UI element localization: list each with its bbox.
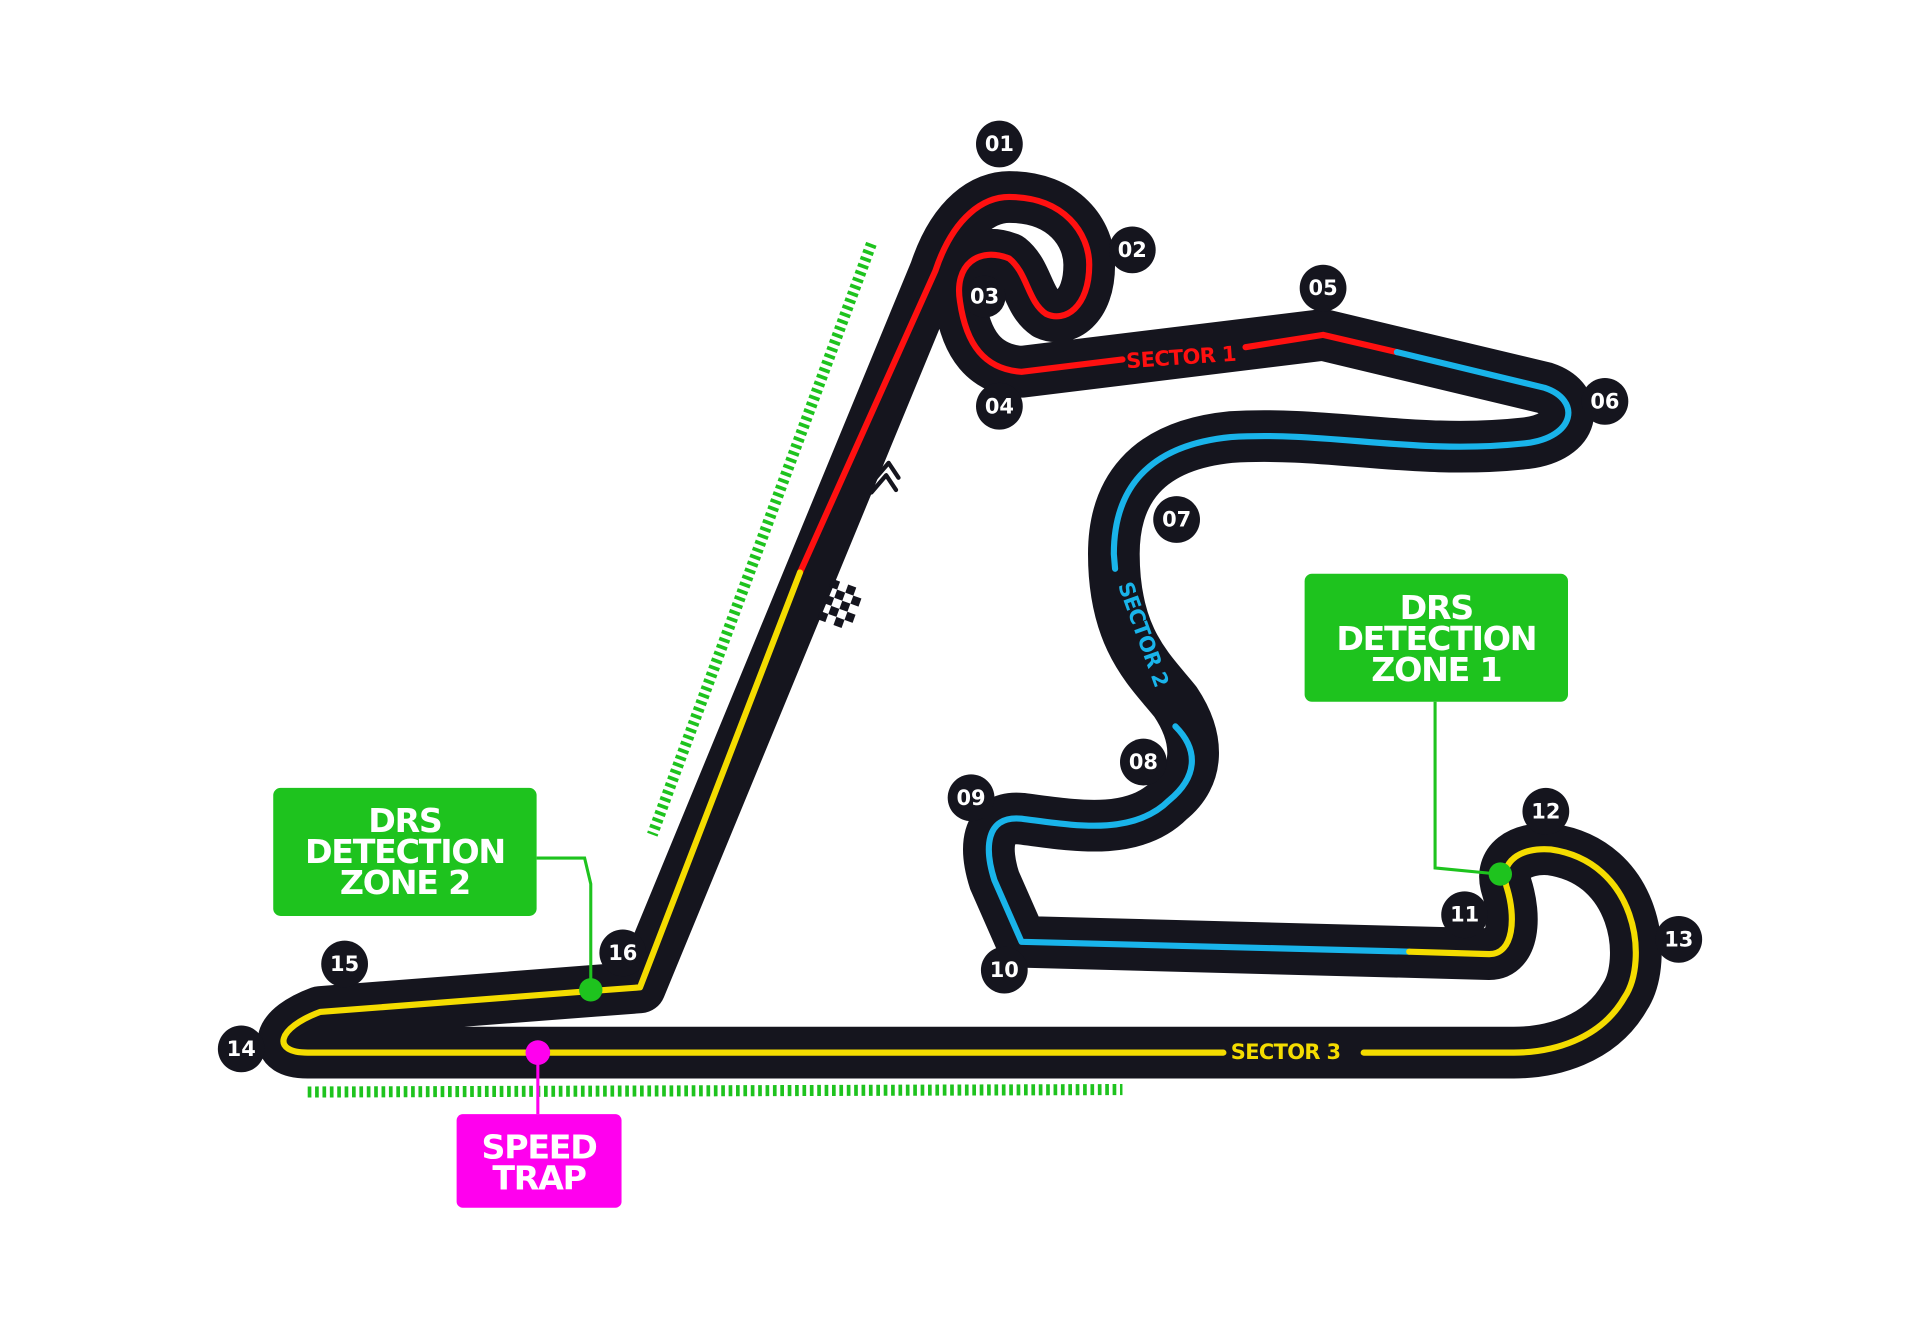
- svg-text:ZONE 2: ZONE 2: [340, 863, 470, 902]
- sector-3-label: SECTOR 3: [1231, 1040, 1341, 1064]
- drs-zone-back-straight: [307, 1084, 1123, 1098]
- svg-text:SPEED: SPEED: [482, 1127, 597, 1166]
- svg-text:14: 14: [227, 1037, 256, 1061]
- svg-text:03: 03: [970, 285, 999, 309]
- turn-16: 16: [599, 929, 647, 977]
- svg-text:ZONE 1: ZONE 1: [1371, 650, 1501, 689]
- sector-1-line: [796, 193, 1400, 576]
- svg-text:15: 15: [330, 952, 359, 976]
- svg-text:04: 04: [985, 394, 1014, 418]
- drs-detection-zone-1-box: DRS DETECTION ZONE 1: [1304, 573, 1568, 702]
- turn-06: 06: [1581, 377, 1629, 425]
- turn-03: 03: [963, 275, 1006, 318]
- turn-12: 12: [1522, 787, 1570, 835]
- speed-trap-box: SPEED TRAP: [456, 1114, 622, 1208]
- svg-text:12: 12: [1531, 799, 1560, 823]
- turn-04: 04: [976, 382, 1023, 430]
- turn-08: 08: [1120, 738, 1167, 786]
- turn-05: 05: [1299, 264, 1347, 312]
- svg-text:08: 08: [1129, 750, 1158, 774]
- svg-text:02: 02: [1118, 238, 1147, 262]
- drs-detection-1-connector: [1433, 701, 1512, 886]
- sector-2-line: [985, 349, 1572, 955]
- svg-text:10: 10: [990, 958, 1019, 982]
- svg-text:DETECTION: DETECTION: [305, 832, 505, 871]
- svg-text:DRS: DRS: [368, 801, 441, 840]
- turn-07: 07: [1153, 496, 1200, 543]
- turn-14: 14: [217, 1025, 265, 1073]
- drs-zone-main-straight: [647, 241, 877, 837]
- svg-text:TRAP: TRAP: [492, 1158, 585, 1197]
- turn-markers: 01 02 03 04 05 06 07 08 09 10 11 12 13 1…: [217, 120, 1703, 1073]
- svg-text:13: 13: [1664, 927, 1693, 951]
- svg-text:05: 05: [1309, 276, 1338, 300]
- drs-zone-markers: [307, 241, 1123, 1098]
- checkered-flag-icon: [817, 578, 862, 628]
- direction-chevron-icon: [869, 460, 901, 495]
- speed-trap-connector: [525, 1040, 551, 1115]
- turn-15: 15: [321, 940, 368, 988]
- turn-09: 09: [947, 774, 995, 822]
- svg-text:16: 16: [608, 941, 637, 965]
- svg-text:DRS: DRS: [1400, 588, 1473, 627]
- svg-text:01: 01: [985, 132, 1014, 156]
- drs-detection-2-connector: [536, 856, 603, 1002]
- svg-text:11: 11: [1450, 903, 1479, 927]
- svg-text:DETECTION: DETECTION: [1336, 619, 1536, 658]
- svg-text:07: 07: [1162, 508, 1191, 532]
- turn-10: 10: [980, 946, 1028, 994]
- turn-02: 02: [1108, 226, 1156, 274]
- drs-detection-zone-2-box: DRS DETECTION ZONE 2: [273, 787, 537, 916]
- svg-text:06: 06: [1590, 389, 1619, 413]
- turn-11: 11: [1441, 891, 1488, 939]
- svg-text:09: 09: [957, 786, 986, 810]
- sector-3-line: [280, 569, 1639, 1056]
- turn-13: 13: [1655, 915, 1703, 963]
- turn-01: 01: [976, 120, 1023, 168]
